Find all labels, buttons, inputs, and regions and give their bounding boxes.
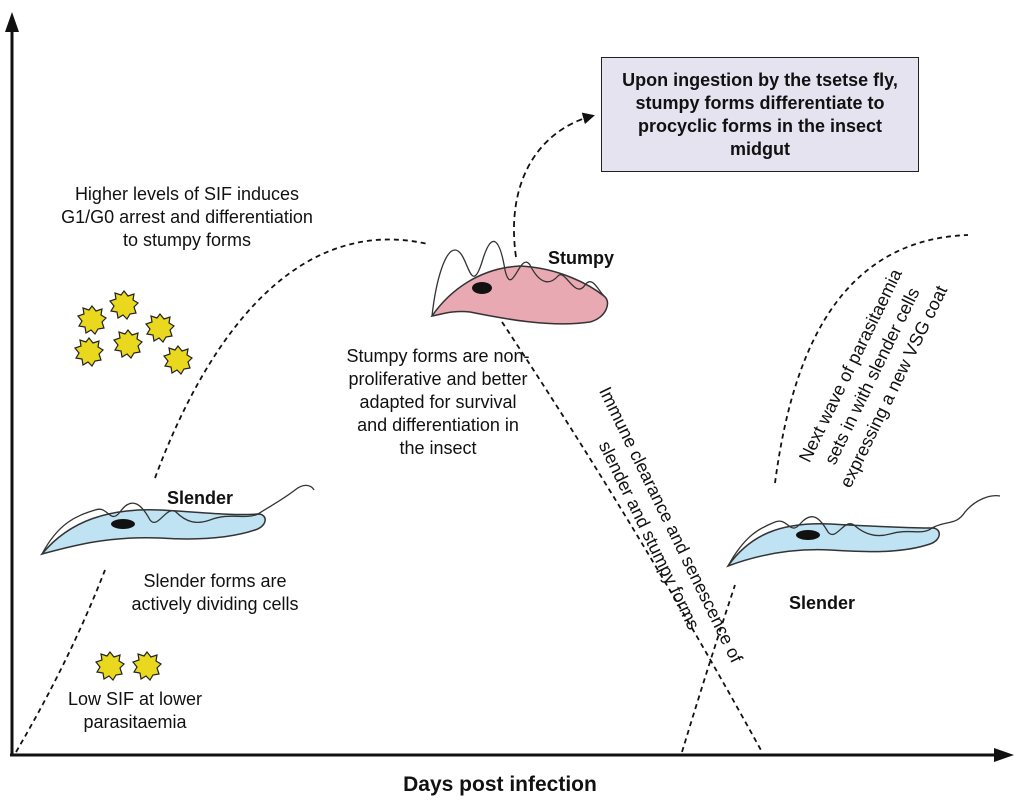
slender-title-2: Slender [772,592,872,615]
x-axis-arrow-icon [994,748,1014,762]
stumpy-title: Stumpy [536,247,626,270]
sif-icon [133,652,161,680]
y-axis [5,12,19,755]
y-axis-arrow-icon [5,12,19,32]
high-sif-molecules [75,291,192,374]
high-sif-label: Higher levels of SIF induces G1/G0 arres… [52,183,322,252]
sif-icon [75,338,103,366]
low-sif-molecules [96,652,161,680]
slender-parasite-icon-2 [728,496,1000,566]
sif-icon [146,314,174,342]
slender-description: Slender forms are actively dividing cell… [120,570,310,616]
slender-title-1: Slender [150,487,250,510]
x-axis-label: Days post infection [330,772,670,798]
x-axis [10,748,1014,762]
sif-icon [114,330,142,358]
sif-icon [96,652,124,680]
low-sif-label: Low SIF at lower parasitaemia [40,688,230,734]
stumpy-description: Stumpy forms are non-proliferative and b… [343,345,533,460]
sif-icon [78,306,106,334]
sif-icon [164,346,192,374]
callout-text: Upon ingestion by the tsetse fly, stumpy… [612,69,908,161]
callout-box: Upon ingestion by the tsetse fly, stumpy… [601,57,919,172]
callout-arrow [514,116,592,257]
sif-icon [110,291,138,319]
